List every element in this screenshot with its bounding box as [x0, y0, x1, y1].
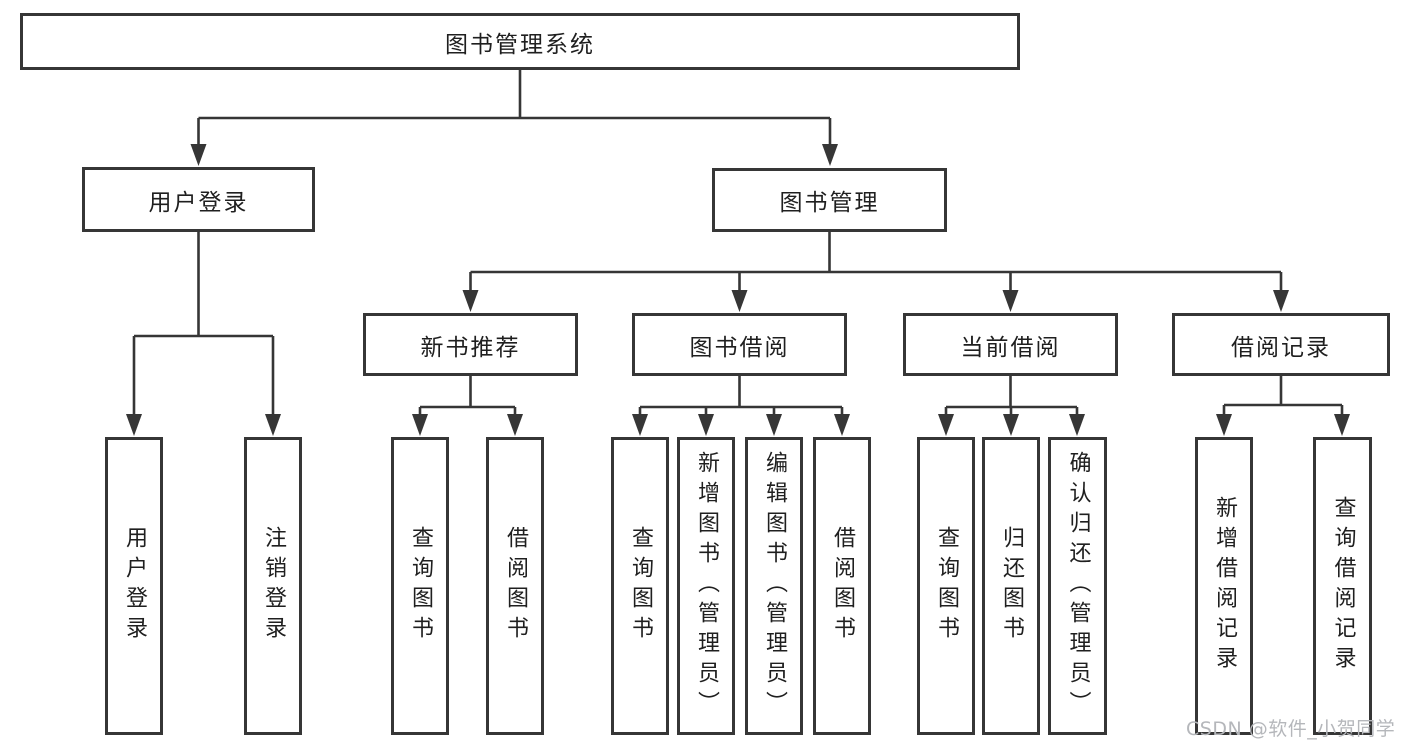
- leaf-recommend-query-books: 查询图书: [391, 437, 449, 735]
- leaf-label: 借阅图书: [830, 526, 855, 646]
- leaf-label: 查询图书: [628, 526, 653, 646]
- node-user-login: 用户登录: [82, 167, 315, 232]
- leaf-edit-books-admin: 编辑图书（管理员）: [745, 437, 803, 735]
- arrowheads: [126, 144, 1350, 436]
- csdn-watermark: CSDN @软件_小贺同学: [1186, 718, 1396, 740]
- leaf-label: 用户登录: [122, 526, 147, 646]
- leaf-user-login: 用户登录: [105, 437, 163, 735]
- leaf-confirm-return-admin: 确认归还（管理员）: [1048, 437, 1107, 735]
- leaf-label: 查询图书: [934, 526, 959, 646]
- leaf-label: 注销登录: [261, 526, 286, 646]
- leaf-add-books-admin: 新增图书（管理员）: [677, 437, 735, 735]
- node-book-borrow: 图书借阅: [632, 313, 847, 376]
- leaf-query-borrow-record: 查询借阅记录: [1313, 437, 1372, 735]
- leaf-label: 查询图书: [408, 526, 433, 646]
- leaf-label: 借阅图书: [503, 526, 528, 646]
- leaf-current-query-books: 查询图书: [917, 437, 975, 735]
- leaf-label: 新增图书（管理员）: [694, 451, 719, 721]
- node-book-management: 图书管理: [712, 168, 947, 232]
- node-current-borrow: 当前借阅: [903, 313, 1118, 376]
- leaf-label: 确认归还（管理员）: [1065, 451, 1091, 721]
- leaf-return-books: 归还图书: [982, 437, 1040, 735]
- node-borrow-records: 借阅记录: [1172, 313, 1390, 376]
- leaf-label: 归还图书: [999, 526, 1024, 646]
- leaf-borrow-query-books: 查询图书: [611, 437, 669, 735]
- leaf-label: 编辑图书（管理员）: [762, 451, 787, 721]
- node-library-system: 图书管理系统: [20, 13, 1020, 70]
- leaf-logout: 注销登录: [244, 437, 302, 735]
- leaf-label: 新增借阅记录: [1212, 496, 1237, 676]
- leaf-borrow-books: 借阅图书: [813, 437, 871, 735]
- leaf-label: 查询借阅记录: [1330, 496, 1356, 676]
- leaf-recommend-borrow-books: 借阅图书: [486, 437, 544, 735]
- leaf-add-borrow-record: 新增借阅记录: [1195, 437, 1253, 735]
- node-new-book-recommend: 新书推荐: [363, 313, 578, 376]
